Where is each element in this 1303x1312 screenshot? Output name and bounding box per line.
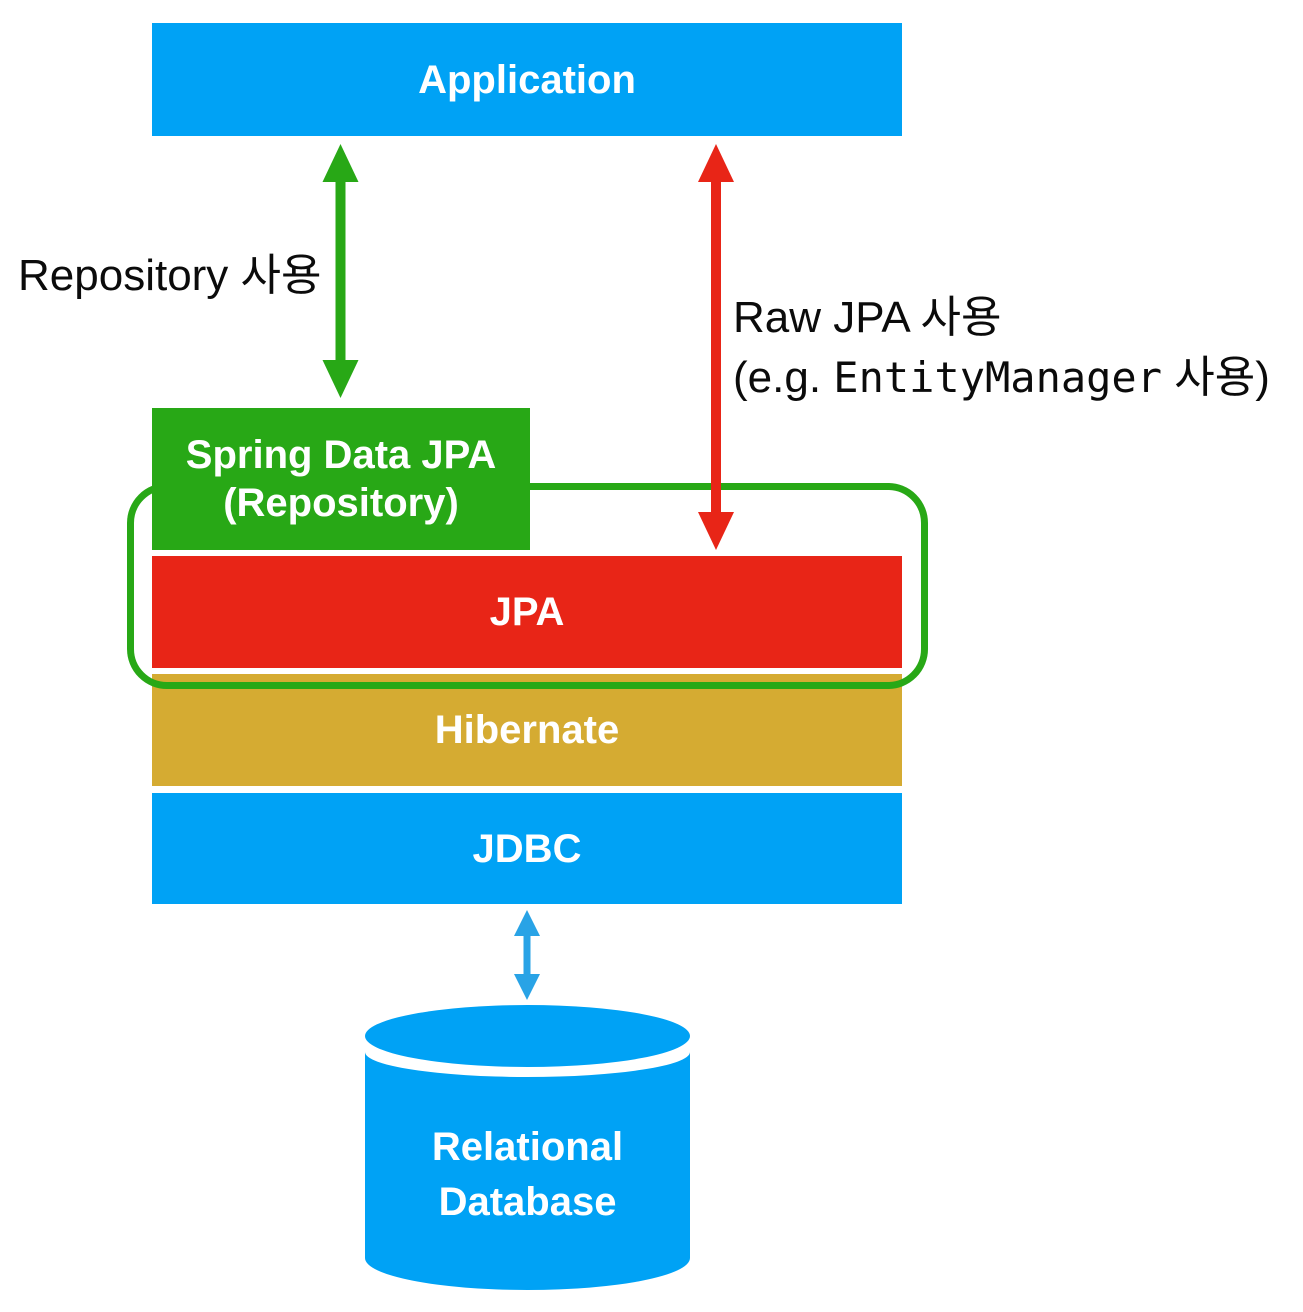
database-label: Relational Database (431, 1125, 624, 1224)
raw-jpa-usage-line2: (e.g. EntityManager 사용) (733, 353, 1270, 402)
repository-usage-label: Repository 사용 (18, 251, 322, 300)
raw-jpa-usage-line1: Raw JPA 사용 (733, 293, 1002, 342)
raw-jpa-usage-label: Raw JPA 사용 (e.g. EntityManager 사용) (733, 288, 1270, 408)
application-spring-arrow (322, 144, 359, 398)
application-box: Application (152, 23, 902, 136)
jdbc-database-arrow (514, 910, 540, 1000)
entity-manager-code-text: EntityManager (833, 353, 1163, 402)
jdbc-box: JDBC (152, 793, 902, 904)
jpa-box: JPA (152, 556, 902, 668)
hibernate-box: Hibernate (152, 674, 902, 786)
raw-jpa-usage-line2-suffix: 사용) (1162, 353, 1270, 402)
raw-jpa-usage-line2-prefix: (e.g. (733, 353, 834, 402)
spring-data-jpa-box: Spring Data JPA (Repository) (152, 408, 530, 550)
